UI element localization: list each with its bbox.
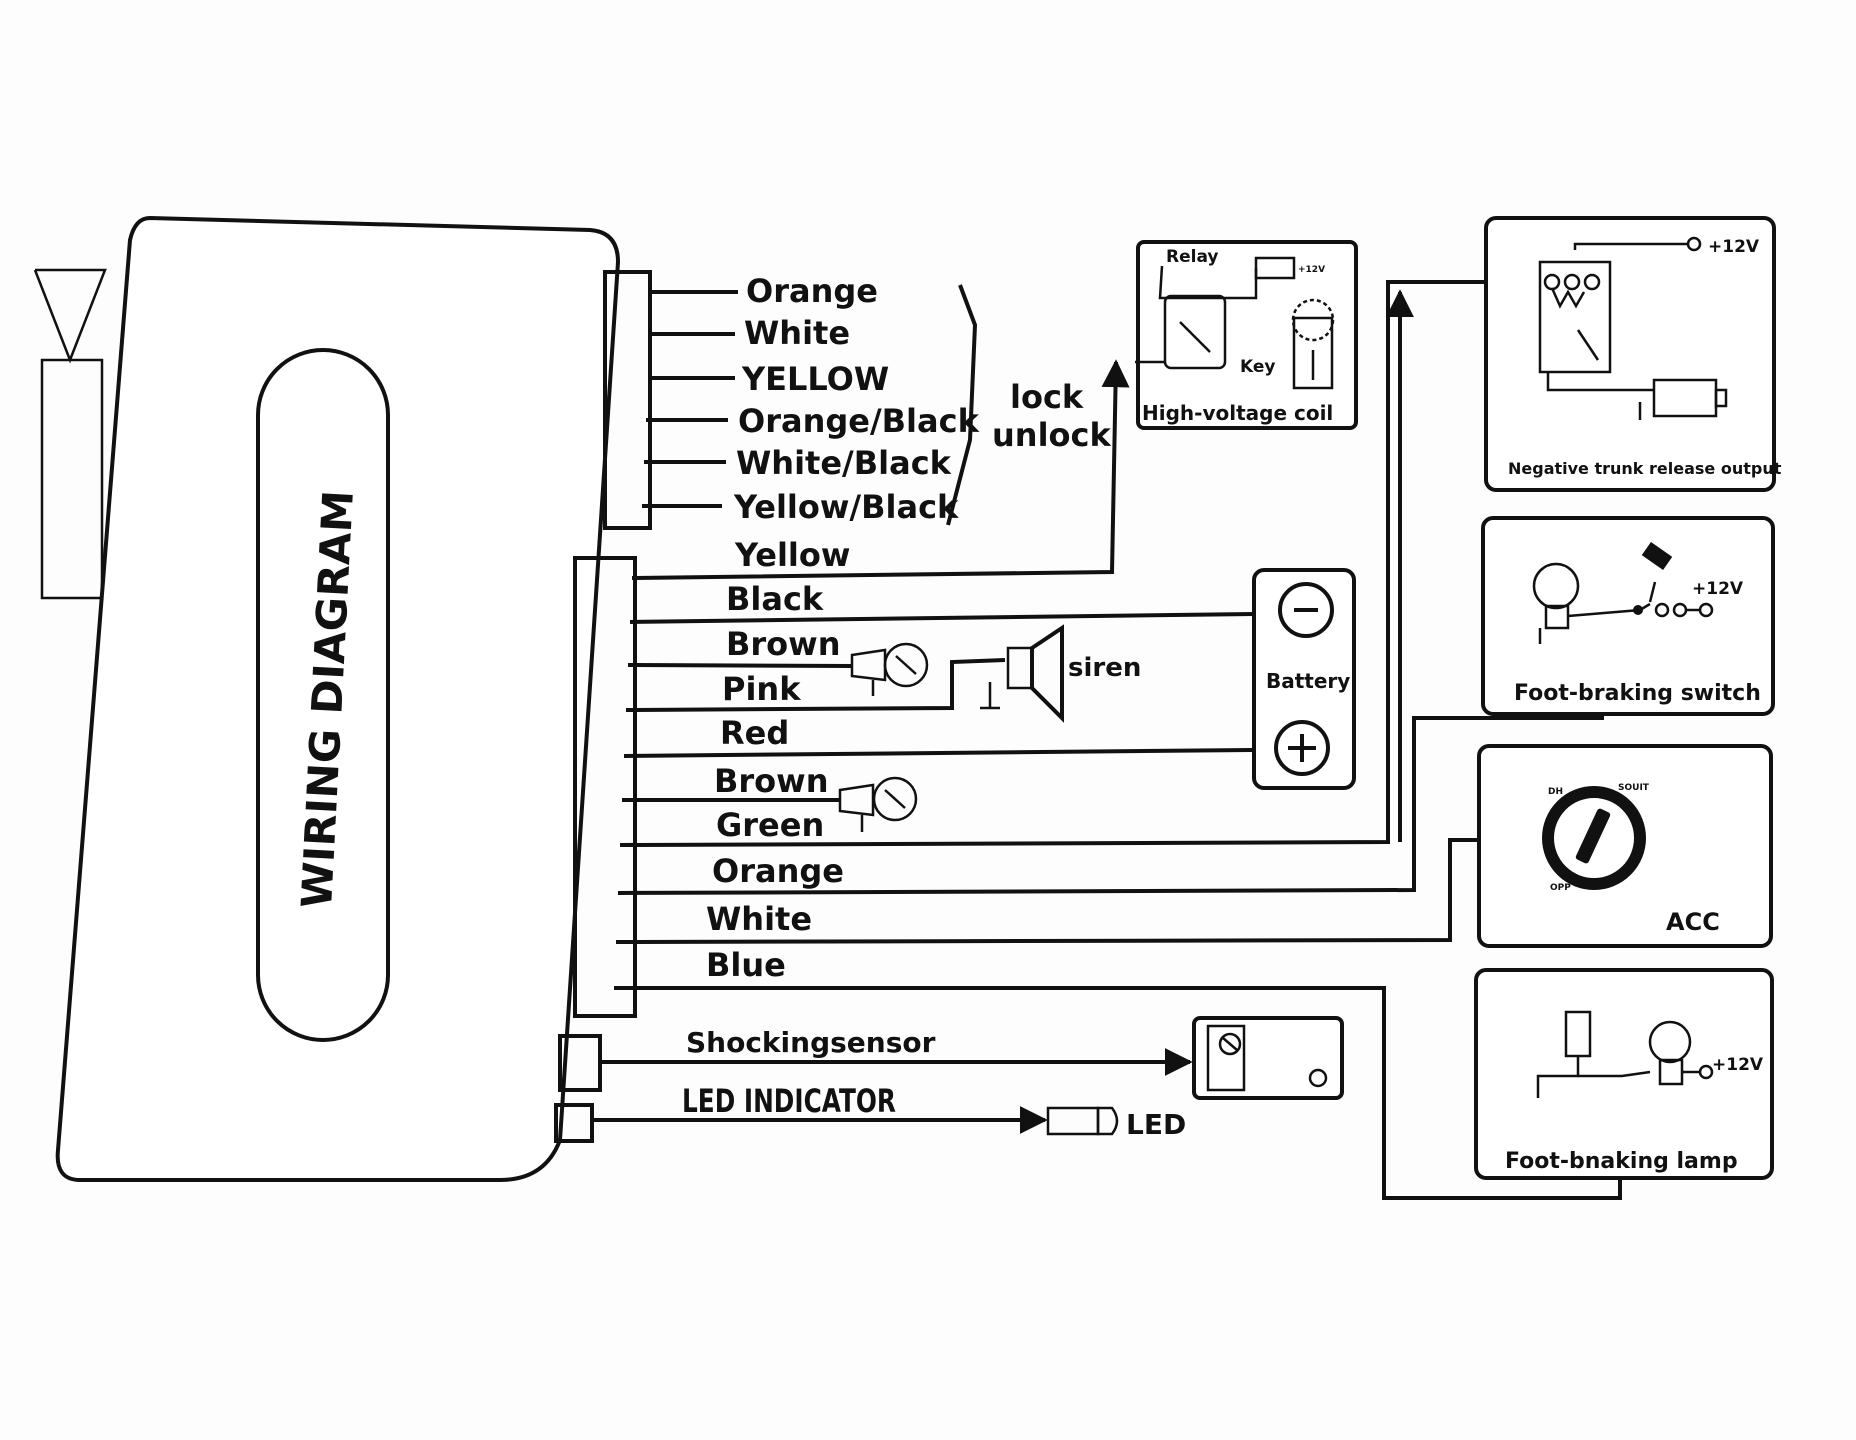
acc-pos-left: DH (1548, 787, 1563, 797)
antenna-icon (33, 268, 107, 600)
hv-coil-label: High-voltage coil (1142, 401, 1333, 425)
lock-brace (946, 284, 978, 526)
wire-label-orange: Orange (746, 272, 878, 310)
door-switch-icon (850, 642, 929, 696)
wire-label-shocking-sensor: Shockingsensor (686, 1026, 936, 1059)
wire-label-green: Green (716, 806, 824, 844)
shock-sensor-icon (1192, 1016, 1344, 1100)
wire-label-pink: Pink (722, 670, 801, 708)
connector-upper (603, 270, 652, 530)
pedal-icon (1641, 541, 1673, 571)
lock-label: lock (1010, 378, 1084, 416)
wire-label-white-2: White (706, 900, 812, 938)
battery-negative-icon (1278, 582, 1334, 638)
hv-supply-label: +12V (1298, 265, 1325, 275)
acc-pos-right: SOUIT (1618, 783, 1650, 793)
upper-wire-stubs (642, 290, 738, 508)
wire-label-brown: Brown (726, 625, 841, 663)
wire-label-led-indicator: LED INDICATOR (682, 1082, 896, 1120)
wire-label-yellow-caps: YELLOW (741, 360, 889, 398)
wire-label-white: White (744, 314, 850, 352)
title-plate (256, 348, 390, 1042)
trunk-relay-icon (1538, 260, 1612, 374)
wire-label-yellow-black: Yellow/Black (733, 488, 959, 526)
relay-icon (1163, 294, 1227, 370)
acc-label: ACC (1666, 908, 1720, 936)
coil-icon (1292, 316, 1334, 390)
siren-icon (980, 624, 1064, 723)
lower-wire-labels: Yellow Black Brown Pink Red Brown Green … (682, 536, 936, 1120)
ignition-key-icon (1542, 786, 1646, 890)
battery-label: Battery (1266, 669, 1350, 693)
led-label: LED (1126, 1108, 1186, 1141)
wire-label-black: Black (726, 580, 824, 618)
connector-led (554, 1103, 594, 1143)
wire-label-yellow: Yellow (734, 536, 850, 574)
lamp-bulb-icon (1648, 1020, 1692, 1064)
trunk-release-box: +12V Negative trunk release output (1484, 216, 1782, 492)
relay-label: Relay (1166, 247, 1218, 267)
connector-lower (573, 556, 637, 1018)
key-label: Key (1240, 357, 1276, 377)
hv-coil-box: Relay +12V Key High-voltage coil (1135, 240, 1358, 430)
wire-label-orange-2: Orange (712, 852, 844, 890)
led-icon (1046, 1106, 1119, 1136)
acc-pos-bottom: OPP (1550, 883, 1571, 893)
upper-wire-labels: Orange White YELLOW Orange/Black White/B… (733, 272, 980, 526)
bulb-icon (1532, 562, 1580, 610)
foot-lamp-supply-label: +12V (1712, 1055, 1764, 1075)
foot-switch-box: +12V Foot-braking switch (1481, 516, 1775, 716)
foot-lamp-box: +12V Foot-bnaking lamp (1474, 968, 1774, 1180)
foot-switch-supply-label: +12V (1692, 579, 1744, 599)
control-unit: WIRING DIAGRAM (55, 215, 652, 1182)
acc-box: DH SOUIT OPP ACC (1477, 744, 1773, 948)
door-switch-icon-2 (838, 776, 918, 832)
trunk-supply-label: +12V (1708, 237, 1760, 257)
trunk-release-label: Negative trunk release output (1508, 459, 1782, 478)
wire-label-brown-2: Brown (714, 762, 829, 800)
foot-lamp-label: Foot-bnaking lamp (1505, 1149, 1738, 1174)
foot-switch-label: Foot-braking switch (1514, 681, 1761, 706)
wire-label-blue: Blue (706, 946, 786, 984)
unlock-label: unlock (992, 416, 1111, 454)
siren-label: siren (1068, 653, 1141, 683)
wire-label-white-black: White/Black (736, 444, 952, 482)
battery-positive-icon (1274, 720, 1330, 776)
battery: Battery (1252, 568, 1356, 790)
wire-label-orange-black: Orange/Black (738, 402, 980, 440)
wire-label-red: Red (720, 714, 789, 752)
